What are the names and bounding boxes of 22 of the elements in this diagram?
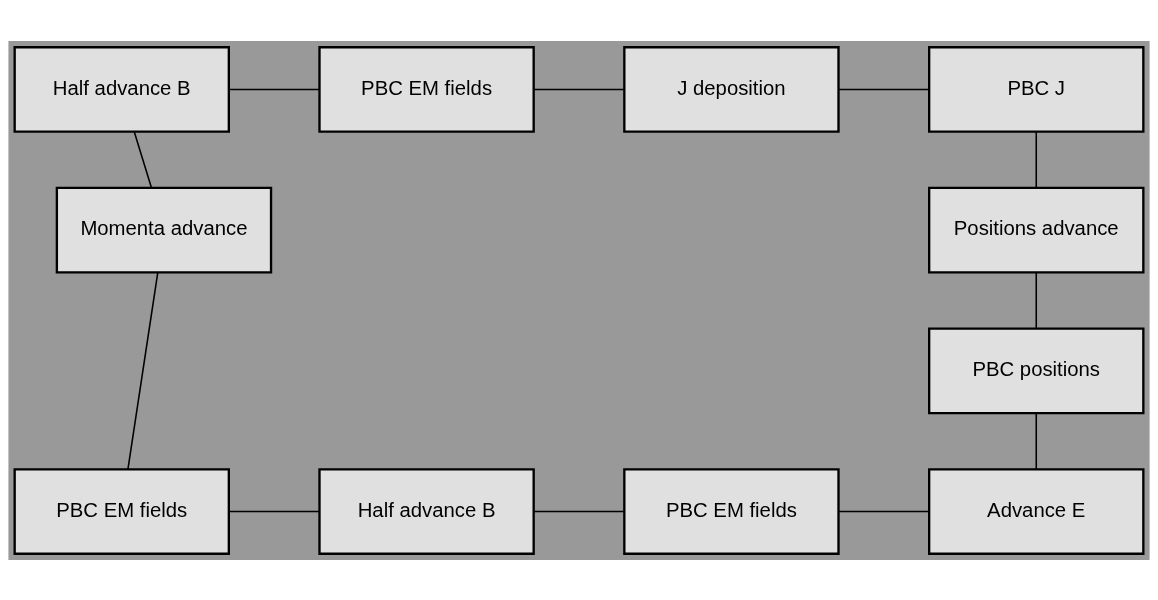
connector: [837, 510, 930, 512]
connector: [133, 131, 153, 189]
node-box: Advance E: [928, 467, 1145, 555]
node-box: PBC EM fields: [13, 467, 230, 555]
connector: [1035, 412, 1038, 470]
connector: [1035, 271, 1038, 329]
node-box: J deposition: [623, 45, 840, 133]
connector: [1035, 131, 1038, 189]
connector: [228, 88, 321, 90]
node-box: Momenta advance: [55, 186, 273, 274]
node-box: PBC positions: [928, 326, 1145, 414]
connector: [532, 88, 625, 90]
node-box: Half advance B: [13, 45, 230, 133]
node-box: Positions advance: [928, 186, 1145, 274]
node-box: PBC J: [928, 45, 1145, 133]
connector: [532, 510, 625, 512]
connector: [228, 510, 321, 512]
node-box: PBC EM fields: [623, 467, 840, 555]
connector: [127, 271, 159, 470]
connector: [837, 88, 930, 90]
node-box: PBC EM fields: [318, 45, 535, 133]
node-box: Half advance B: [318, 467, 535, 555]
